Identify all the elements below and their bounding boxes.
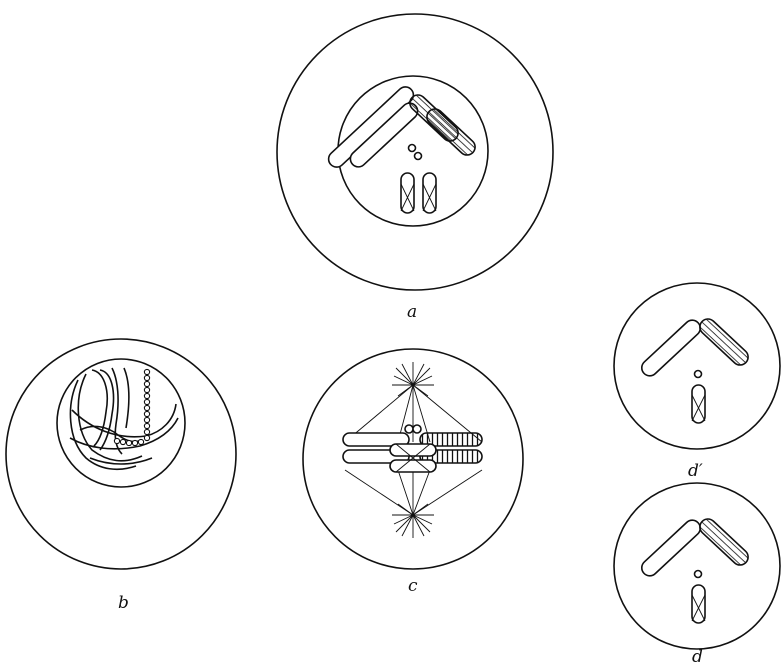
chromosome-long [638,317,703,379]
cell-membrane [277,14,553,290]
chromosome-hatched [424,106,479,159]
chromosome-dot [415,153,422,160]
cell-membrane [614,483,780,649]
panel-label-c: c [408,576,418,596]
chromosome-crossed [692,585,705,623]
panel-d-prime: d′ [614,283,780,481]
nucleus [57,359,185,487]
metaphase-plate [343,425,482,472]
panel-label-a: a [407,302,417,322]
panel-b: b [6,339,236,613]
chromosome-crossed [423,173,436,213]
chromosome-crossed [692,385,705,423]
panel-d: d [614,483,780,667]
cell-membrane [614,283,780,449]
chromosome-dot [695,571,702,578]
chromosome-hatched [697,316,752,369]
panel-a: a [277,14,553,322]
chromosome-dot [409,145,416,152]
chromatin-threads [70,368,178,469]
panel-label-d-prime: d′ [688,461,703,481]
panel-c: c [303,349,523,596]
chromosome-long [638,517,703,579]
chromosome-crossed [401,173,414,213]
panel-label-b: b [118,593,129,613]
beaded-thread [114,369,149,445]
chromosome-hatched [697,516,752,569]
chromosome-dot [695,371,702,378]
panel-label-d: d [692,647,703,667]
